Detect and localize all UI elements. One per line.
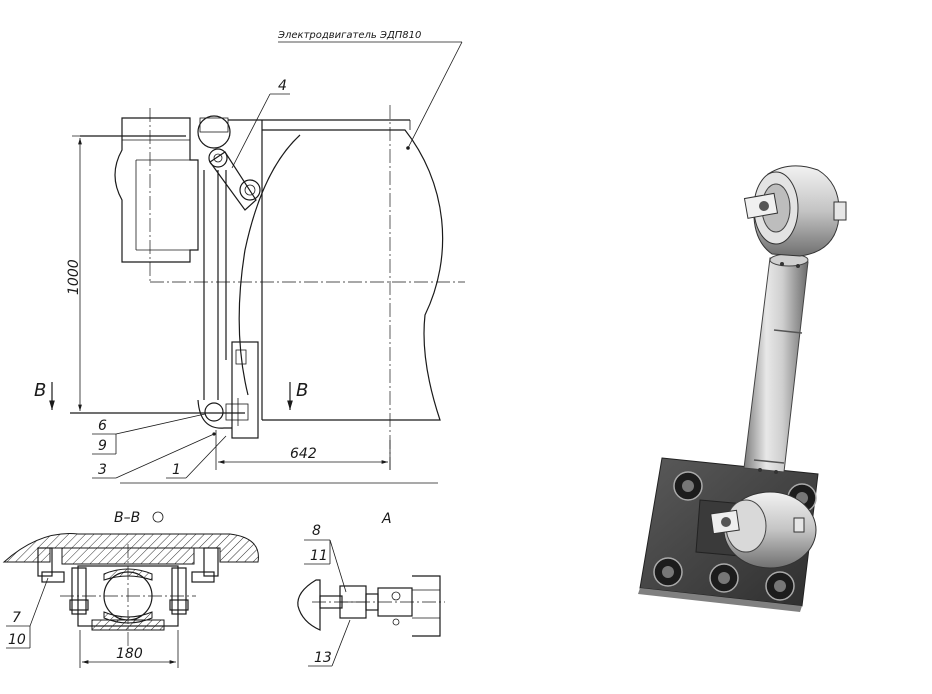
motor-label: Электродвигатель ЭДП810	[277, 30, 421, 41]
section-mark-right: B	[296, 380, 308, 401]
view-a: A 8 11 13	[297, 511, 445, 667]
dimension-spacing: 180	[116, 646, 143, 662]
callout-7: 7	[12, 610, 21, 626]
motor-outline	[262, 129, 444, 421]
callout-4: 4	[278, 78, 287, 94]
callout-10: 10	[8, 632, 26, 648]
section-mark-left: B	[34, 380, 46, 401]
callout-1: 1	[172, 462, 181, 478]
callout-8: 8	[312, 523, 321, 539]
connecting-rod	[743, 257, 809, 473]
callout-6: 6	[98, 418, 107, 434]
callout-11: 11	[310, 548, 328, 564]
callout-3: 3	[98, 462, 107, 478]
view-a-title: A	[381, 511, 392, 527]
section-view-title: B–B	[114, 510, 140, 526]
section-bb-view: B–B 180 7 10	[2, 510, 259, 668]
callout-13: 13	[314, 650, 332, 666]
elevation-view: 1000 642 B B Электродвигатель ЭДП810 4 6…	[34, 30, 465, 484]
isometric-render	[638, 165, 847, 612]
callout-9: 9	[98, 438, 107, 454]
dimension-height: 1000	[66, 259, 82, 295]
dimension-width: 642	[290, 446, 317, 462]
